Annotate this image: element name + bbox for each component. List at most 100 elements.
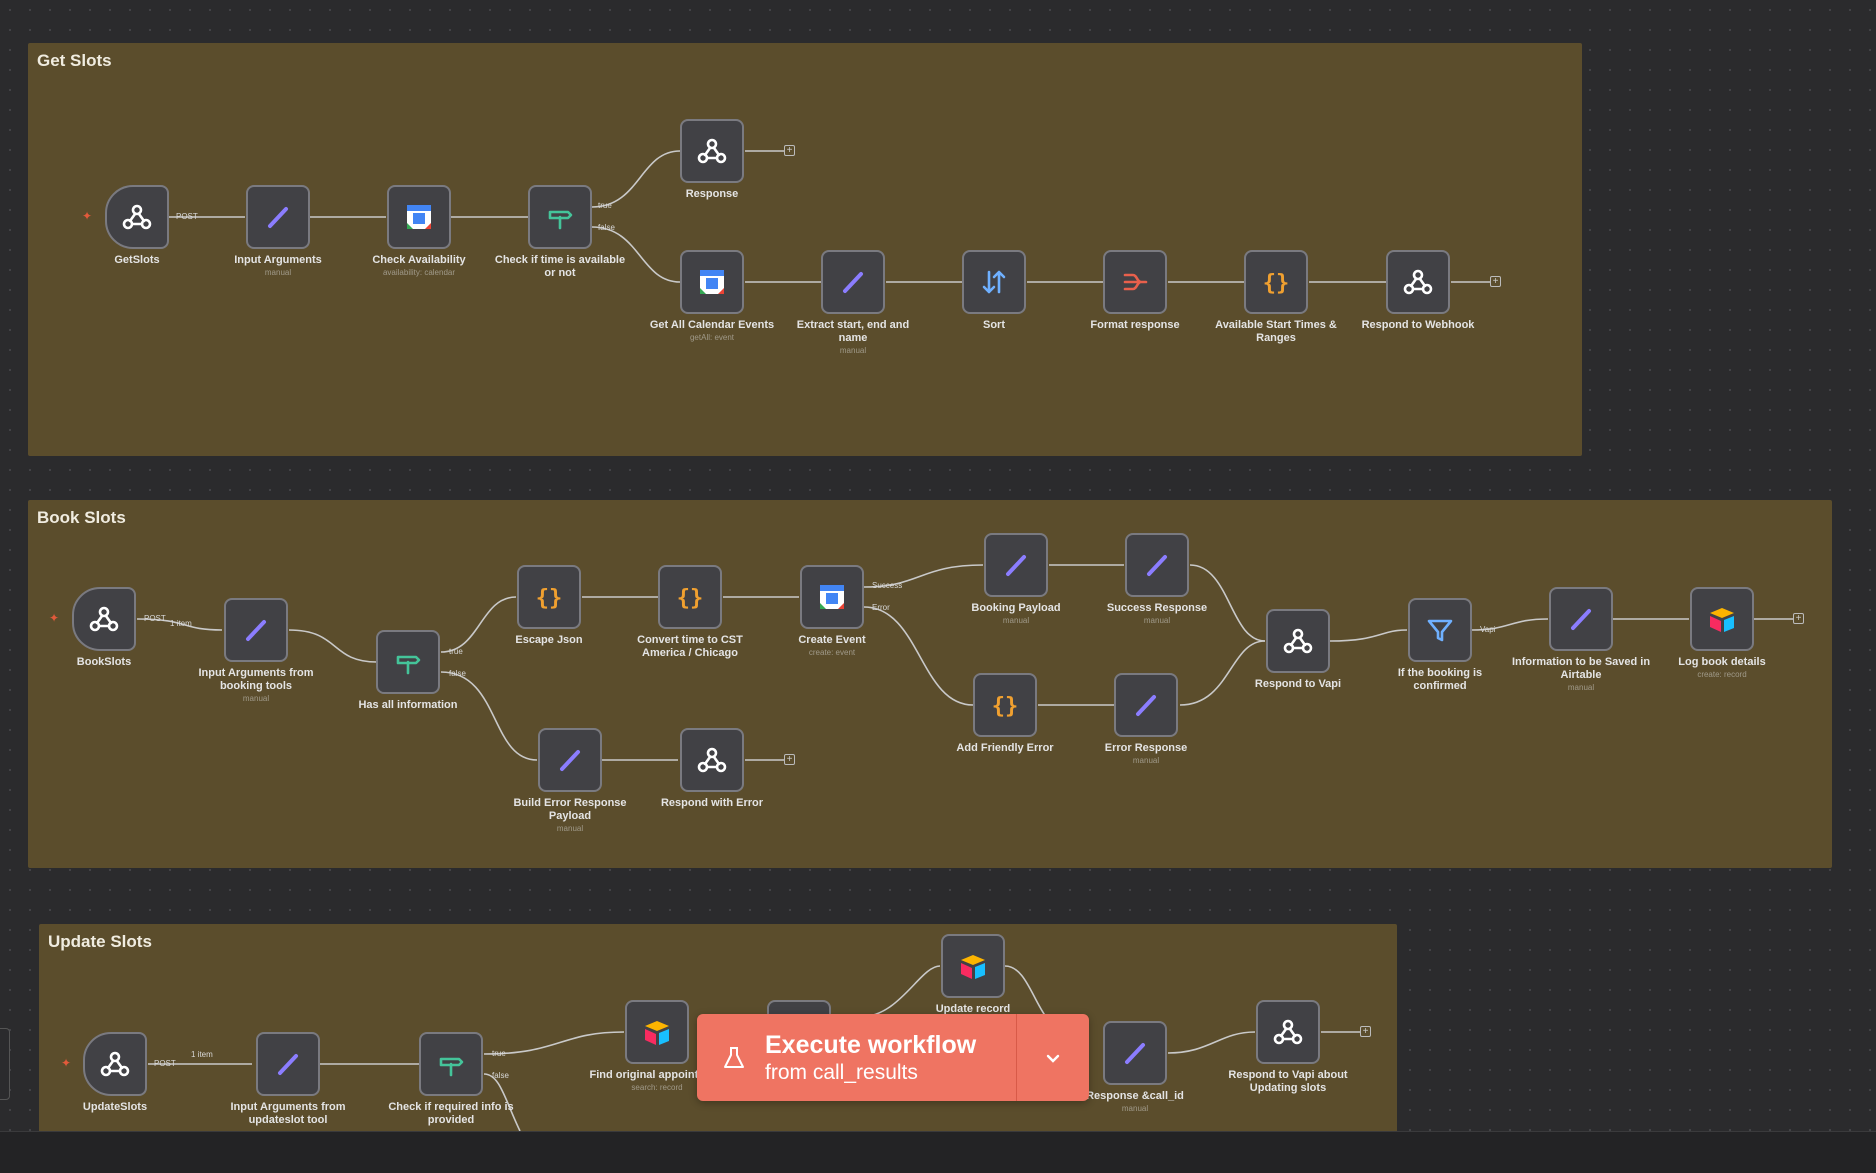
node-label: Respond with Error [660,797,764,809]
merge-icon [1123,273,1148,291]
node-sort[interactable] [962,250,1026,314]
node-label: Check if required info is provided [388,1101,514,1126]
add-node-button[interactable]: + [784,145,795,156]
port-label-items: 1 item [170,619,192,628]
node-check-required-info[interactable] [419,1032,483,1096]
pencil-icon [843,272,863,293]
side-panel-handle[interactable] [0,1028,10,1100]
node-getslots[interactable] [105,185,169,249]
node-label: Convert time to CST America / Chicago [637,634,743,659]
webhook-icon [1273,1019,1303,1045]
port-label-post: POST [154,1059,176,1068]
pencil-icon [1136,695,1156,716]
node-respond-vapi-updating[interactable] [1256,1000,1320,1064]
execute-subtitle: from call_results [765,1060,918,1084]
code-braces-icon: {} [992,694,1019,719]
node-if-booking-confirmed[interactable] [1408,598,1472,662]
node-input-arguments[interactable] [246,185,310,249]
google-calendar-icon [700,270,724,294]
airtable-icon [961,955,985,979]
node-respond-with-error[interactable] [680,728,744,792]
node-label: Input Arguments from updateslot tool [230,1101,346,1126]
if-branch-icon [396,655,421,675]
node-label: Sort [983,319,1005,331]
node-success-response[interactable] [1125,533,1189,597]
node-label: Respond to Webhook [1361,319,1475,331]
sort-icon [982,270,1006,294]
node-has-all-information[interactable] [376,630,440,694]
pencil-icon [246,620,266,641]
port-label-false: false [598,223,615,232]
add-node-button[interactable]: + [784,754,795,765]
group-title: Get Slots [37,51,112,70]
node-response-call-id[interactable] [1103,1021,1167,1085]
node-create-event[interactable] [800,565,864,629]
flask-icon [724,1046,744,1068]
trigger-start-marker: ✦ [61,1056,72,1070]
node-response[interactable] [680,119,744,183]
node-update-record[interactable] [941,934,1005,998]
group-title: Book Slots [37,508,126,527]
node-add-friendly-error[interactable]: {} [973,673,1037,737]
port-label-true: true [598,201,612,210]
node-label: Format response [1090,319,1180,331]
node-label: Response [685,188,739,200]
pencil-icon [1147,555,1167,576]
node-updateslots[interactable] [83,1032,147,1096]
add-node-button[interactable]: + [1793,613,1804,624]
node-convert-time-cst[interactable]: {} [658,565,722,629]
node-info-saved-airtable[interactable] [1549,587,1613,651]
group-title: Update Slots [48,932,152,951]
execute-workflow-button[interactable]: Execute workflow from call_results [697,1014,1089,1101]
airtable-icon [1710,608,1734,632]
pencil-icon [278,1054,298,1075]
node-label: UpdateSlots [82,1101,148,1113]
node-label: Respond to Vapi [1254,678,1342,690]
trigger-start-marker: ✦ [82,209,93,223]
node-label: If the booking is confirmed [1397,667,1483,692]
node-find-original-appointment[interactable] [625,1000,689,1064]
node-input-arguments-update[interactable] [256,1032,320,1096]
node-respond-to-webhook[interactable] [1386,250,1450,314]
google-calendar-icon [820,585,844,609]
execute-workflow-main[interactable]: Execute workflow from call_results [697,1014,1016,1101]
port-label-true: true [492,1049,506,1058]
node-escape-json[interactable]: {} [517,565,581,629]
execute-dropdown-toggle[interactable] [1017,1014,1089,1101]
group-get-slots[interactable]: Get Slots [28,43,1582,456]
node-available-start-times[interactable]: {} [1244,250,1308,314]
node-extract-start-end-name[interactable] [821,250,885,314]
pencil-icon [1571,609,1591,630]
node-error-response[interactable] [1114,673,1178,737]
node-format-response[interactable] [1103,250,1167,314]
trigger-start-marker: ✦ [49,611,60,625]
node-input-arguments-booking[interactable] [224,598,288,662]
port-label-post: POST [144,614,166,623]
node-log-book-details[interactable] [1690,587,1754,651]
node-get-all-calendar-events[interactable] [680,250,744,314]
node-booking-payload[interactable] [984,533,1048,597]
if-branch-icon [439,1057,464,1077]
node-check-time-available[interactable] [528,185,592,249]
filter-icon [1427,619,1453,642]
port-label-success: Success [872,581,903,590]
add-node-button[interactable]: + [1490,276,1501,287]
node-build-error-payload[interactable] [538,728,602,792]
add-node-button[interactable]: + [1360,1026,1371,1037]
node-respond-to-vapi[interactable] [1266,609,1330,673]
node-check-availability[interactable] [387,185,451,249]
group-book-slots[interactable]: Book Slots [28,500,1832,868]
node-bookslots[interactable] [72,587,136,651]
chevron-down-icon [1046,1054,1060,1063]
